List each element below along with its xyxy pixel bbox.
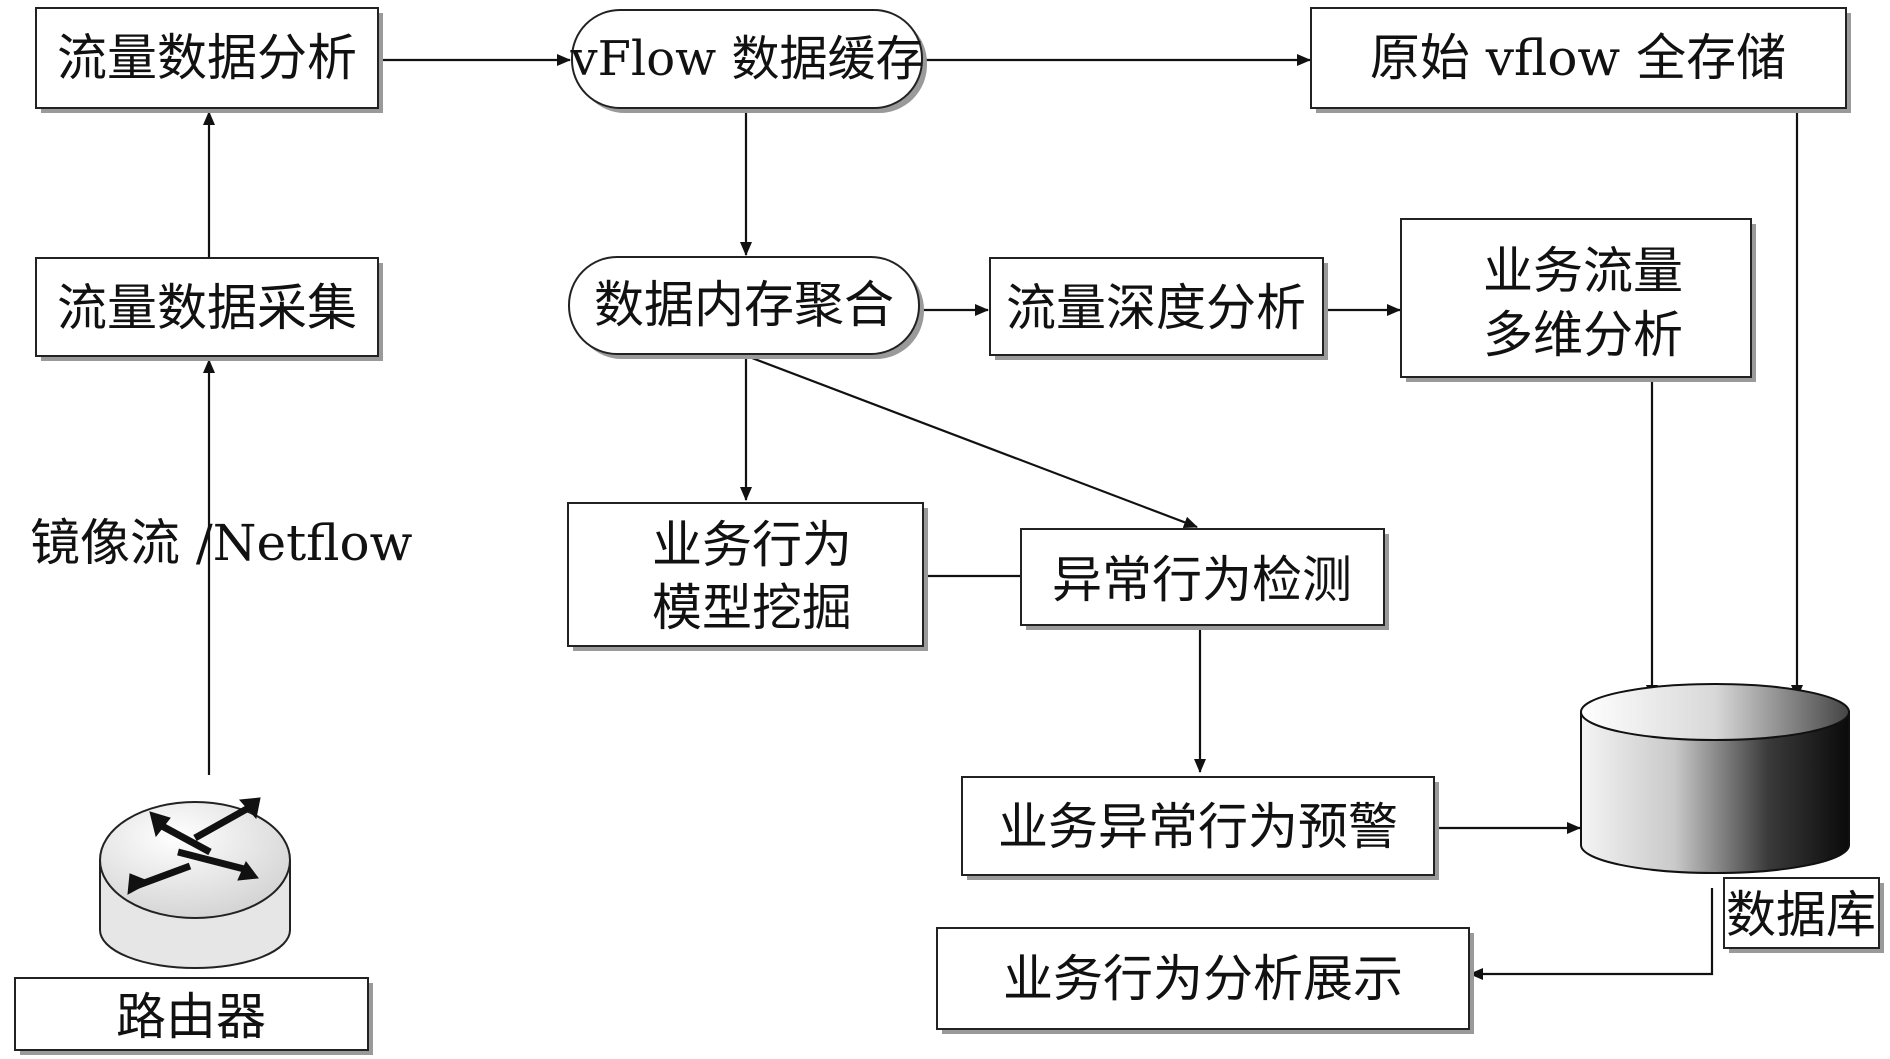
database-cylinder-icon (1580, 683, 1850, 874)
node-flow-analysis-label: 流量数据分析 (57, 29, 357, 87)
edges (203, 54, 1803, 980)
node-display-label: 业务行为分析展示 (1003, 950, 1403, 1008)
node-model-mining: 业务行为 模型挖掘 (567, 502, 928, 651)
node-database-label-box: 数据库 (1723, 877, 1884, 953)
node-deep-analysis: 流量深度分析 (989, 257, 1328, 360)
node-raw-storage-label: 原始 vflow 全存储 (1370, 29, 1786, 87)
edge-database-to-display (1469, 888, 1714, 980)
node-flow-collect: 流量数据采集 (35, 257, 383, 361)
node-multi-dim-line2: 多维分析 (1483, 306, 1683, 364)
node-mem-aggregate-label: 数据内存聚合 (594, 276, 894, 334)
node-anomaly-alert-label: 业务异常行为预警 (998, 798, 1398, 856)
node-router-label: 路由器 (116, 988, 266, 1046)
node-raw-storage: 原始 vflow 全存储 (1310, 7, 1851, 113)
node-flow-collect-label: 流量数据采集 (57, 279, 357, 337)
node-model-mining-line1: 业务行为 (652, 516, 852, 574)
node-multi-dim-line1: 业务流量 (1483, 242, 1683, 300)
node-mem-aggregate: 数据内存聚合 (568, 256, 924, 359)
node-router-label-box: 路由器 (14, 977, 373, 1055)
node-display: 业务行为分析展示 (936, 927, 1474, 1034)
node-vflow-cache: vFlow 数据缓存 (569, 9, 927, 113)
node-database-label: 数据库 (1726, 886, 1876, 944)
node-flow-analysis: 流量数据分析 (35, 7, 383, 113)
node-vflow-cache-label: vFlow 数据缓存 (569, 31, 923, 87)
node-anomaly-alert: 业务异常行为预警 (961, 776, 1439, 880)
edge-aggregate-to-anomaly (751, 356, 1198, 529)
node-model-mining-line2: 模型挖掘 (652, 579, 852, 637)
node-multi-dim-analysis: 业务流量 多维分析 (1400, 218, 1756, 382)
node-anomaly-detect: 异常行为检测 (1020, 528, 1389, 630)
router-icon (99, 797, 291, 969)
node-anomaly-detect-label: 异常行为检测 (1052, 551, 1352, 609)
node-deep-analysis-label: 流量深度分析 (1006, 279, 1306, 337)
edge-label-mirror-netflow: 镜像流 /Netflow (30, 514, 413, 572)
